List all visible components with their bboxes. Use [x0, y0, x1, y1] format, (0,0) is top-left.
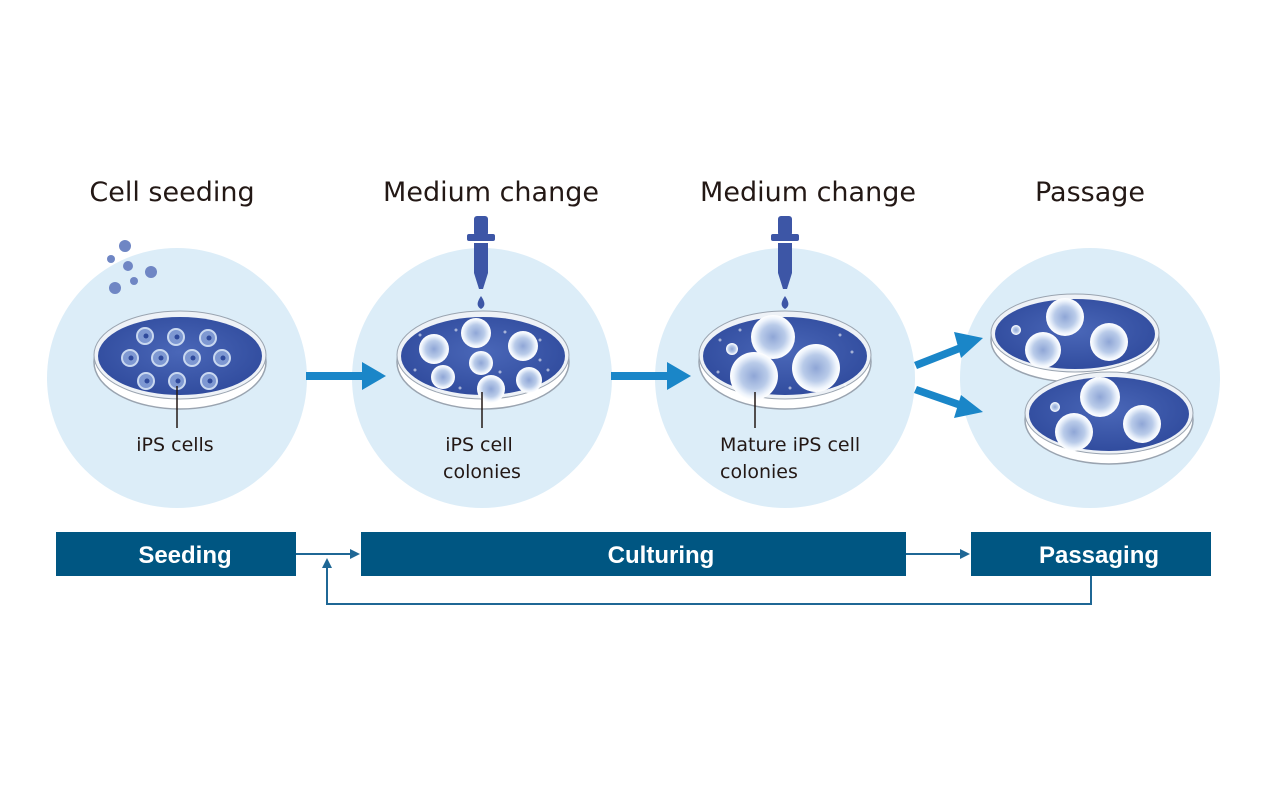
- passaging-bar-label: Passaging: [1039, 542, 1159, 569]
- culturing-bar: [361, 532, 906, 576]
- petri-dish-icon: [698, 310, 872, 410]
- dish-label-line-2: colonies: [720, 461, 798, 483]
- seeding-bar: [56, 532, 296, 576]
- dish-label-ips-cell-colonies: iPS cell colonies: [443, 434, 521, 483]
- dish-label-line-1: Mature iPS cell: [720, 434, 860, 456]
- cell-particles-icon: [107, 240, 157, 294]
- flow-arrow-icon: [611, 362, 691, 390]
- flow-arrow-icon: [914, 332, 983, 418]
- dish-label-ips-cells: iPS cells: [136, 434, 213, 456]
- flow-arrow-icon: [296, 549, 1092, 605]
- dropper-icon: [771, 216, 799, 309]
- stage-title-passage: Passage: [1035, 177, 1145, 208]
- petri-dish-icon: [990, 293, 1160, 383]
- dish-label-mature-ips-cell-colonies: Mature iPS cell colonies: [720, 434, 866, 483]
- passaging-bar: [971, 532, 1211, 576]
- dropper-icon: [467, 216, 495, 309]
- culturing-bar-label: Culturing: [608, 542, 715, 569]
- petri-dish-icon: [1024, 371, 1194, 465]
- stage-title-medium-change-2: Medium change: [700, 177, 916, 208]
- flow-arrow-icon: [306, 362, 386, 390]
- stage-title-cell-seeding: Cell seeding: [89, 177, 254, 208]
- seeding-bar-label: Seeding: [138, 542, 231, 569]
- dish-label-line-2: colonies: [443, 461, 521, 483]
- dish-label-line-1: iPS cell: [445, 434, 513, 456]
- stage-title-medium-change-1: Medium change: [383, 177, 599, 208]
- petri-dish-icon: [396, 310, 570, 410]
- petri-dish-icon: [93, 310, 267, 410]
